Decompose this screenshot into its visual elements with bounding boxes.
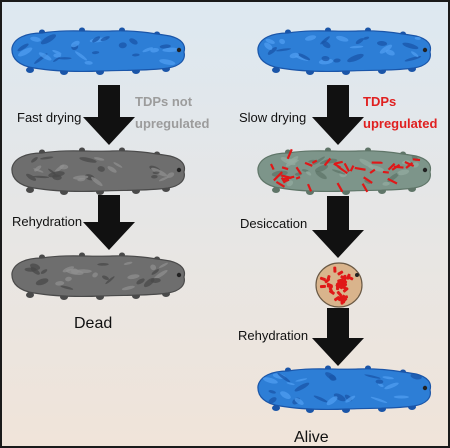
- arrow-left-rehydration: [83, 195, 135, 250]
- tardigrade-right-hydrated: [257, 27, 432, 75]
- left-step1-label: Fast drying: [17, 110, 81, 125]
- arrow-left-fast-drying: [83, 85, 135, 145]
- right-step2-label: Desiccation: [240, 216, 307, 231]
- right-tdp-label-line2: upregulated: [363, 116, 437, 131]
- right-step3-label: Rehydration: [238, 328, 308, 343]
- left-tdp-label-line2: upregulated: [135, 116, 209, 131]
- right-tdp-label-line1: TDPs: [363, 94, 396, 109]
- left-tdp-label-line1: TDPs not: [135, 94, 193, 109]
- arrow-right-rehydration: [312, 308, 364, 366]
- right-outcome-label: Alive: [294, 429, 329, 446]
- tardigrade-right-tdp: [257, 147, 432, 195]
- arrow-right-desiccation: [312, 196, 364, 258]
- tardigrade-left-dried: [11, 147, 186, 195]
- tardigrade-left-dead: [11, 252, 186, 300]
- arrow-right-slow-drying: [312, 85, 364, 145]
- tardigrade-left-hydrated: [11, 27, 186, 75]
- tardigrade-tun-state: [315, 262, 363, 308]
- left-outcome-label: Dead: [74, 315, 112, 332]
- left-step2-label: Rehydration: [12, 214, 82, 229]
- tardigrade-right-revived: [257, 365, 432, 413]
- right-step1-label: Slow drying: [239, 110, 306, 125]
